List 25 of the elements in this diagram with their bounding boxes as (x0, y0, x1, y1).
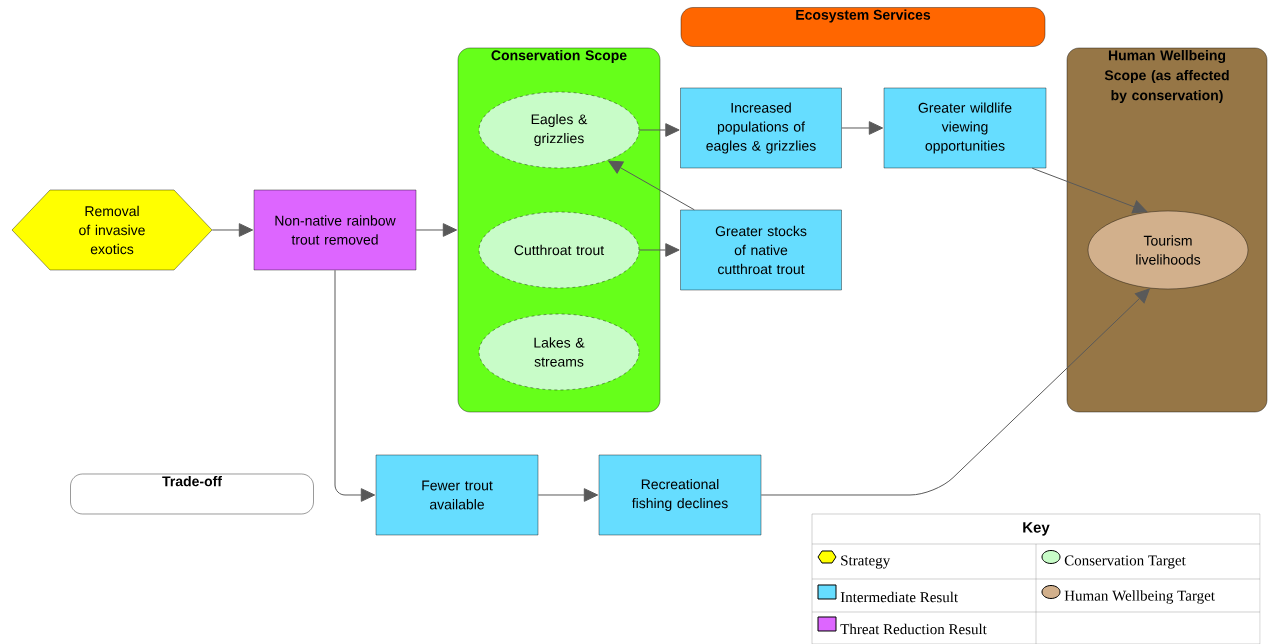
strategy-hexagon: Removal of invasive exotics (11, 189, 213, 271)
trade-off-band: Trade-off (70, 473, 314, 515)
arrow (608, 160, 695, 211)
result-box: Greater wildlife viewing opportunities (883, 87, 1047, 169)
result-box: Fewer trout available (375, 454, 539, 536)
legend-label: Conservation Target (1064, 555, 1186, 569)
arrow (537, 488, 599, 502)
legend-label: Human Wellbeing Target (1064, 590, 1215, 604)
result-box: Increased populations of eagles & grizzlies (680, 87, 842, 169)
ecosystem-services-band: Ecosystem Services (680, 7, 1046, 47)
legend-label: Threat Reduction Result (840, 623, 987, 635)
arrow (841, 121, 884, 135)
result-box: Greater stocks of native cutthroat trout (680, 209, 842, 291)
arrow (415, 223, 458, 237)
arrow (211, 223, 254, 237)
key-heading: Key (1023, 522, 1050, 536)
arrow (760, 288, 1150, 496)
arrow (638, 243, 680, 257)
result-box: Recreational fishing declines (598, 454, 762, 536)
legend-label: Strategy (841, 555, 891, 569)
arrow (1031, 167, 1148, 214)
legend-label: Intermediate Result (840, 591, 958, 603)
arrow (334, 269, 376, 502)
result-box: Non-native rainbow trout removed (253, 189, 417, 271)
arrow (638, 123, 680, 137)
